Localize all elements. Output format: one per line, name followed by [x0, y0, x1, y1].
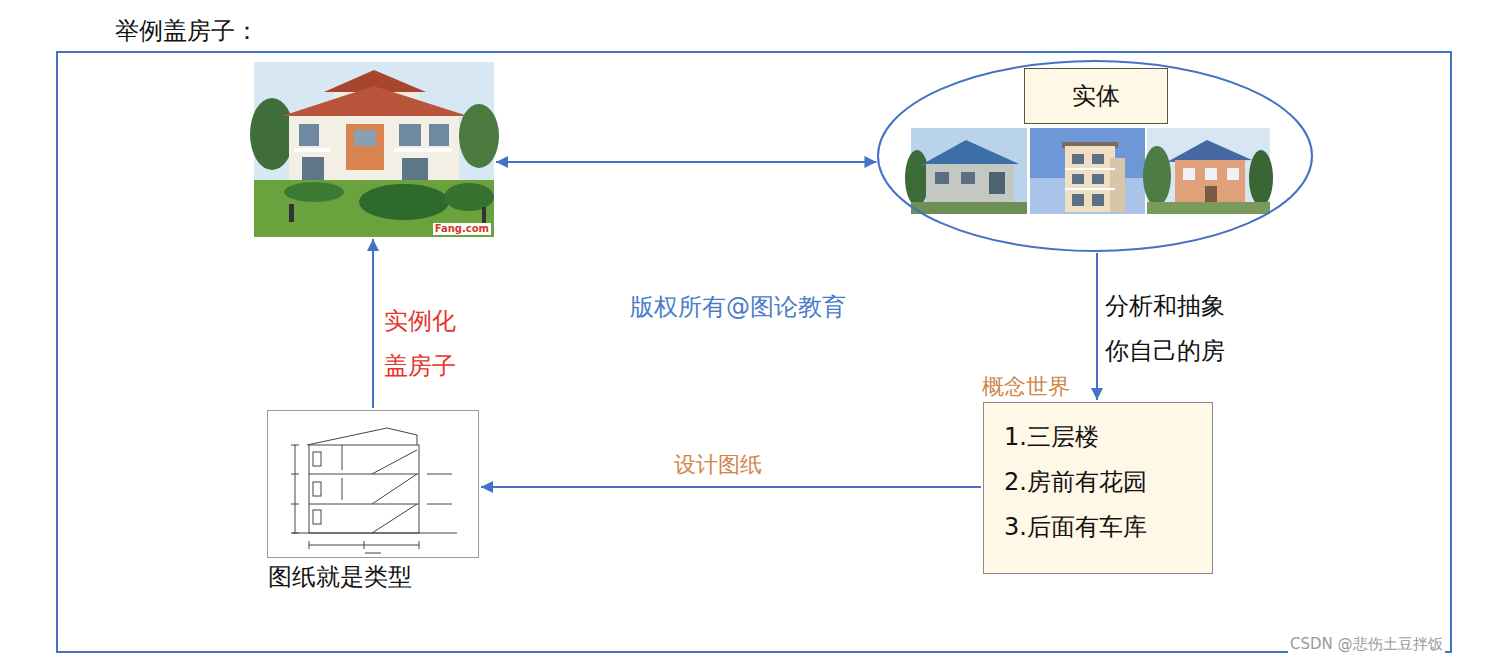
blueprint-box: 图纸就是类型 [267, 410, 479, 558]
connector-label: 实例化 盖房子 [382, 299, 478, 389]
diagram-title: 举例盖房子： [115, 16, 259, 46]
house-photo [905, 128, 1027, 214]
ellipse-outline [878, 61, 1312, 251]
arrow-connector [1096, 253, 1098, 400]
concept-box: 概念世界1.三层楼2.房前有花园3.后面有车库 [983, 402, 1213, 574]
entity-ellipse: 实体 [877, 60, 1313, 252]
box-heading: 概念世界 [982, 373, 1070, 401]
list-item: 1.三层楼 [1004, 415, 1192, 460]
caption: 图纸就是类型 [268, 563, 412, 591]
copyright-note: 版权所有@图论教育 [628, 292, 848, 322]
house-photo [1143, 128, 1273, 214]
connector-label: 分析和抽象 你自己的房 [1103, 284, 1235, 374]
list-item: 3.后面有车库 [1004, 505, 1192, 550]
list-item: 2.房前有花园 [1004, 460, 1192, 505]
house-photo-box: Fang.com [254, 62, 494, 237]
watermark: Fang.com [433, 223, 491, 235]
villa-photo [250, 62, 499, 237]
arrow-connector [372, 239, 374, 408]
house-photo [1030, 128, 1145, 214]
entity-label-box: 实体 [1024, 68, 1168, 124]
arrow-connector [496, 161, 876, 163]
outer-frame [57, 52, 1451, 652]
arrow-connector [481, 486, 981, 488]
blueprint-drawing [267, 410, 479, 558]
connector-label: 设计图纸 [672, 451, 764, 479]
watermark: CSDN @悲伤土豆拌饭 [1288, 634, 1445, 655]
